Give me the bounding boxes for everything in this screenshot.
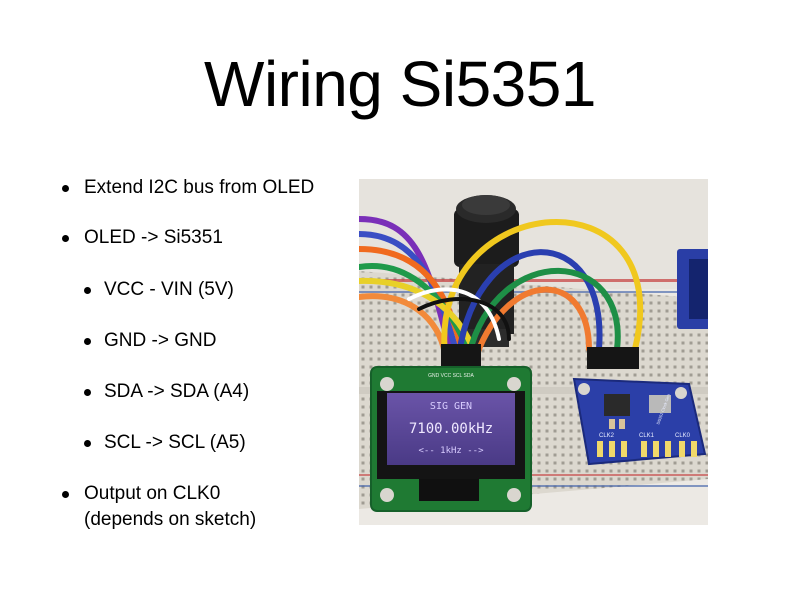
bullet-icon [84,389,91,396]
bullet-icon [84,440,91,447]
oled-board: GND VCC SCL SDA SIG GEN 7100.00kHz <-- 1… [370,366,532,512]
oled-line-2: 7100.00kHz [409,421,493,437]
hardware-photo: GND VCC SCL SDA SIG GEN 7100.00kHz <-- 1… [359,179,708,525]
jumper-wires [359,216,644,357]
wire-connectors [441,344,639,369]
clk2-label: CLK2 [599,433,615,439]
bullet-icon [84,287,91,294]
extra-board [677,249,708,329]
clk1-label: CLK1 [639,433,655,439]
bullet-icon [62,235,69,242]
oled-line-1: SIG GEN [430,401,472,412]
bullet-icon [62,491,69,498]
oled-pin-labels: GND VCC SCL SDA [428,373,474,379]
slide-title: Wiring Si5351 [204,48,596,120]
si5351-board: CLK2 CLK1 CLK0 Si5351 Clock Gen [572,377,707,466]
clk0-label: CLK0 [675,433,691,439]
oled-line-3: <-- 1kHz --> [418,446,484,456]
bullet-icon [84,338,91,345]
bullet-icon [62,185,69,192]
